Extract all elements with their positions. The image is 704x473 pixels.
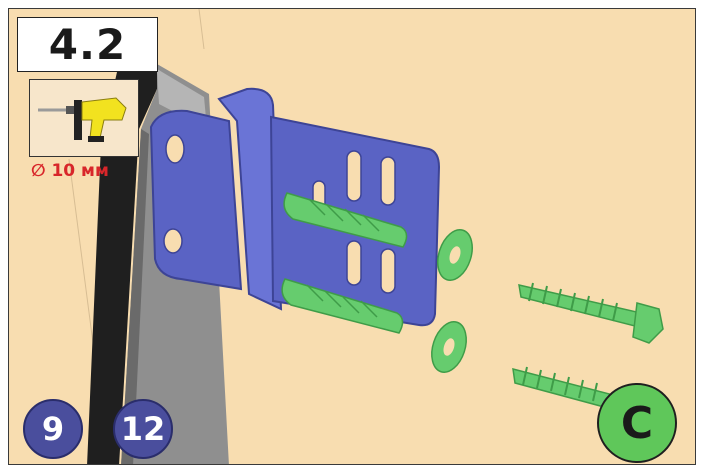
part-number-badge: 9	[23, 399, 83, 459]
part-number-badge: 12	[113, 399, 173, 459]
step-number: 4.2	[49, 24, 126, 66]
instruction-panel: 4.2 ∅ 10 мм 9 12 C	[8, 8, 696, 465]
drill-illustration	[30, 80, 138, 156]
variant-badge: C	[597, 383, 677, 463]
drill-bit-size: ∅ 10 мм	[31, 161, 109, 181]
step-number-box: 4.2	[17, 17, 158, 72]
assembly-illustration	[9, 9, 696, 465]
drill-icon	[29, 79, 139, 157]
